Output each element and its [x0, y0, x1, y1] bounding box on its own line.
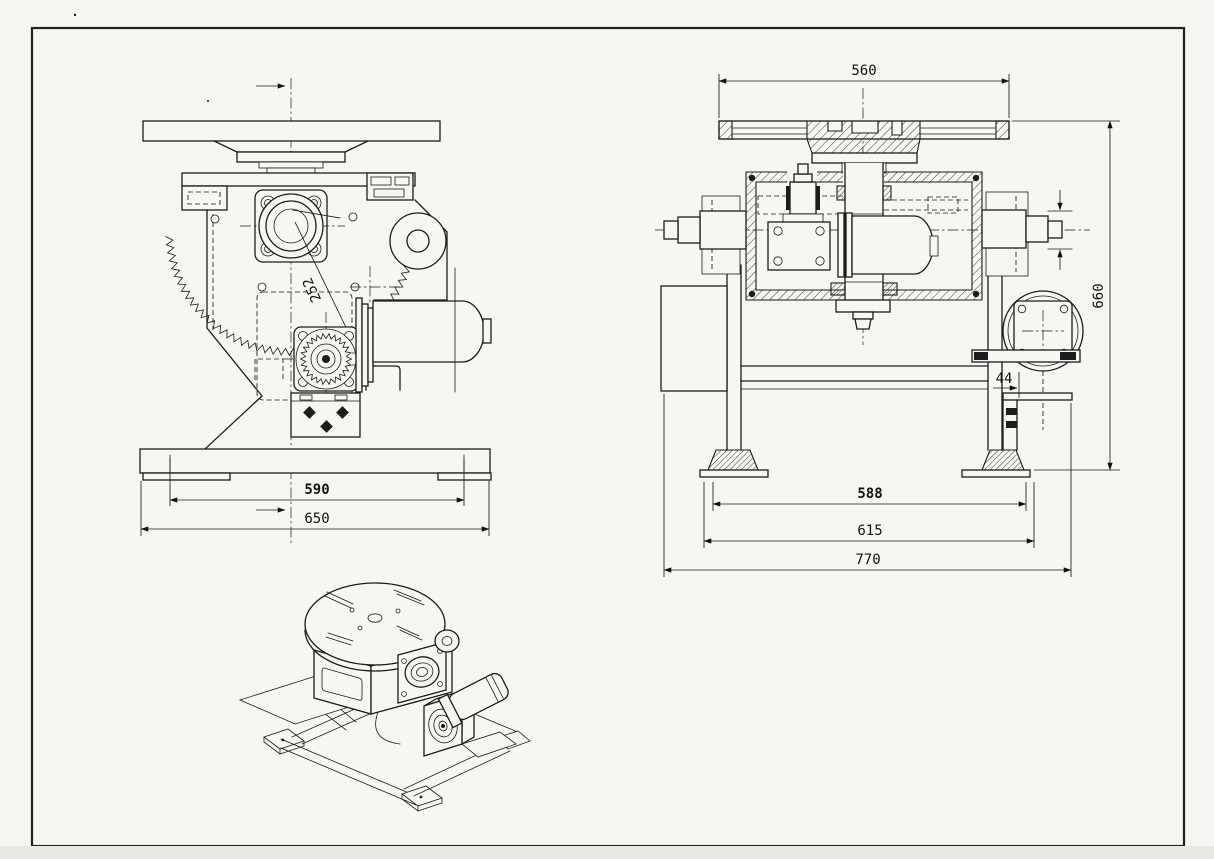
- front-view: 252: [139, 78, 492, 545]
- tilt-handwheel: [971, 290, 1084, 451]
- dim-660-label: 660: [1091, 283, 1107, 308]
- dim-side-table-width: 560: [718, 63, 1010, 118]
- dim-side-foot-span: 588: [712, 482, 1027, 511]
- iso-motor: [437, 672, 509, 729]
- tilt-axis-flange: [240, 189, 345, 263]
- left-pedestal: [660, 285, 728, 392]
- isometric-view: [238, 582, 531, 812]
- dim-590-label: 590: [304, 482, 329, 498]
- side-feet: [699, 449, 1031, 478]
- iso-cable: [375, 711, 401, 745]
- dim-front-base-width: 650: [140, 481, 490, 536]
- iso-idler-wheel: [434, 629, 460, 653]
- side-housing: [745, 162, 983, 330]
- side-view: 560: [655, 63, 1120, 577]
- left-trunnion: [663, 195, 747, 275]
- front-mounting-plate: [290, 392, 361, 438]
- front-base: [139, 448, 492, 481]
- front-motor: [351, 297, 492, 393]
- dim-252-label: 252: [300, 275, 325, 305]
- front-table-top: [142, 120, 441, 174]
- dim-650-label: 650: [304, 511, 329, 527]
- dim-motor-offset: 44: [993, 371, 1020, 398]
- idler-pulley: [389, 212, 447, 270]
- side-table-section: [718, 120, 1010, 174]
- dim-615-label: 615: [857, 523, 882, 539]
- iso-base-frame: [263, 703, 531, 812]
- dim-770-label: 770: [855, 552, 880, 568]
- dim-front-slot-span: 590: [169, 458, 465, 506]
- dim-588-label: 588: [857, 486, 882, 502]
- right-trunnion: [981, 190, 1073, 277]
- front-gearbox: [256, 291, 438, 404]
- dim-44-label: 44: [996, 371, 1013, 387]
- dim-560-label: 560: [851, 63, 876, 79]
- dim-side-overall-width: 770: [663, 394, 1072, 577]
- dim-side-height: 660: [1012, 120, 1120, 471]
- front-body: [181, 172, 456, 450]
- paper-edge-shadow: [0, 846, 1214, 859]
- dim-side-frame-width: 615: [703, 482, 1035, 548]
- iso-trunnion-flange: [397, 641, 447, 704]
